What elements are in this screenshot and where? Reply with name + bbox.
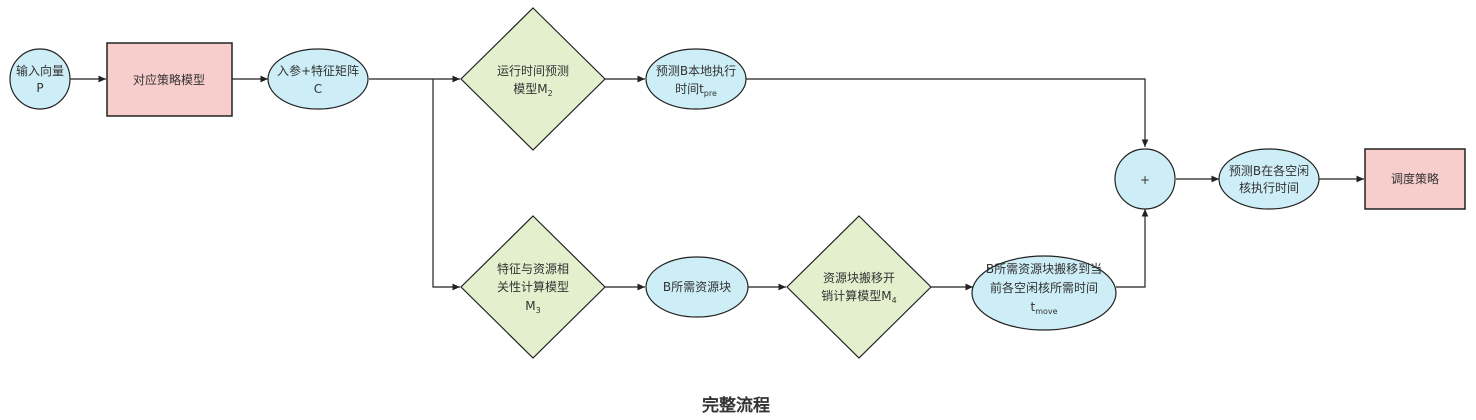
node-strategy-model: 对应策略模型 [106,42,233,117]
node-resource-block: B所需资源块 [645,256,749,318]
correlation-model-label-line3: M3 [525,299,540,315]
node-correlation-model: 特征与资源相 关性计算模型 M3 [460,215,606,359]
edge-move-time-to-plus [1116,209,1149,288]
node-predict-local: 预测B本地执行 时间tpre [645,48,747,110]
predict-idle-label-line2: 核执行时间 [1239,181,1299,195]
correlation-model-label-line2: 关性计算模型 [497,279,569,294]
resource-block-label: B所需资源块 [663,280,731,294]
node-schedule-strategy: 调度策略 [1364,148,1466,210]
move-cost-model-label-line1: 资源块搬移开 [823,270,895,285]
node-move-time: B所需资源块搬移到当 前各空闲核所需时间 tmove [971,255,1117,331]
move-cost-model-label-line2: 销计算模型M4 [821,288,896,305]
edge-predict-local-to-plus [746,78,1149,147]
node-params-matrix: 入参+特征矩阵 C [267,48,369,110]
runtime-model-label-line1: 运行时间预测 [497,64,569,78]
node-plus: + [1114,148,1176,210]
node-input-vector: 输入向量 P [9,48,71,110]
input-vector-label-line2: P [36,81,43,95]
edge-params-to-correlation [432,79,460,291]
node-move-cost-model: 资源块搬移开 销计算模型M4 [786,215,932,359]
connectors [70,75,1364,291]
params-matrix-label-line2: C [314,82,322,96]
diagram-caption: 完整流程 [702,395,770,416]
correlation-model-label-line1: 特征与资源相 [497,261,569,276]
input-vector-label-line1: 输入向量 [16,63,64,78]
predict-idle-label-line1: 预测B在各空闲 [1229,163,1309,178]
plus-label: + [1140,173,1150,187]
move-time-label-line1: B所需资源块搬移到当 [986,261,1102,276]
move-time-label-line3: tmove [1030,300,1057,316]
node-runtime-model: 运行时间预测 模型M2 [460,7,606,151]
predict-local-label-line1: 预测B本地执行 [656,64,736,78]
strategy-model-label: 对应策略模型 [133,72,205,87]
runtime-model-label-line2: 模型M2 [513,82,552,98]
move-time-label-line2: 前各空闲核所需时间 [990,280,1098,295]
schedule-strategy-label: 调度策略 [1391,171,1439,186]
node-predict-idle: 预测B在各空闲 核执行时间 [1218,148,1320,210]
predict-local-label-line2: 时间tpre [675,82,717,98]
params-matrix-label-line1: 入参+特征矩阵 [277,63,359,78]
